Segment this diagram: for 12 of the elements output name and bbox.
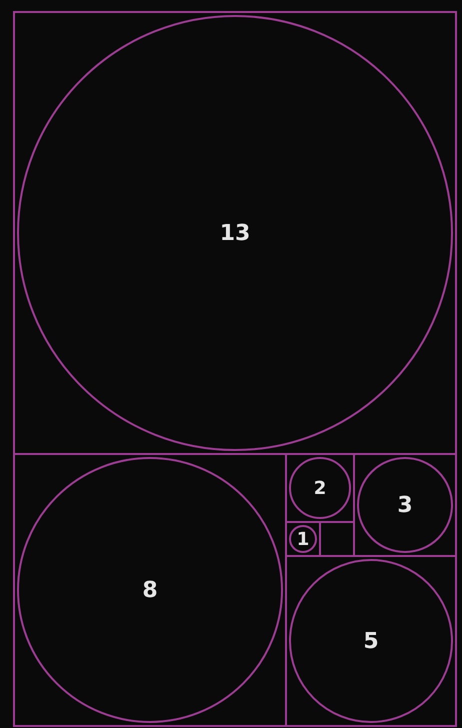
- number-label: 2: [314, 478, 326, 498]
- circle: [17, 15, 453, 451]
- circle: [289, 457, 351, 519]
- circle: [289, 525, 317, 553]
- number-label: 1: [296, 528, 310, 550]
- circle: [357, 457, 453, 553]
- number-label: 13: [220, 220, 250, 246]
- number-label: 3: [397, 492, 413, 518]
- circle: [17, 457, 283, 723]
- number-label: 5: [363, 628, 379, 654]
- circle: [289, 559, 453, 723]
- number-label: 8: [142, 578, 158, 602]
